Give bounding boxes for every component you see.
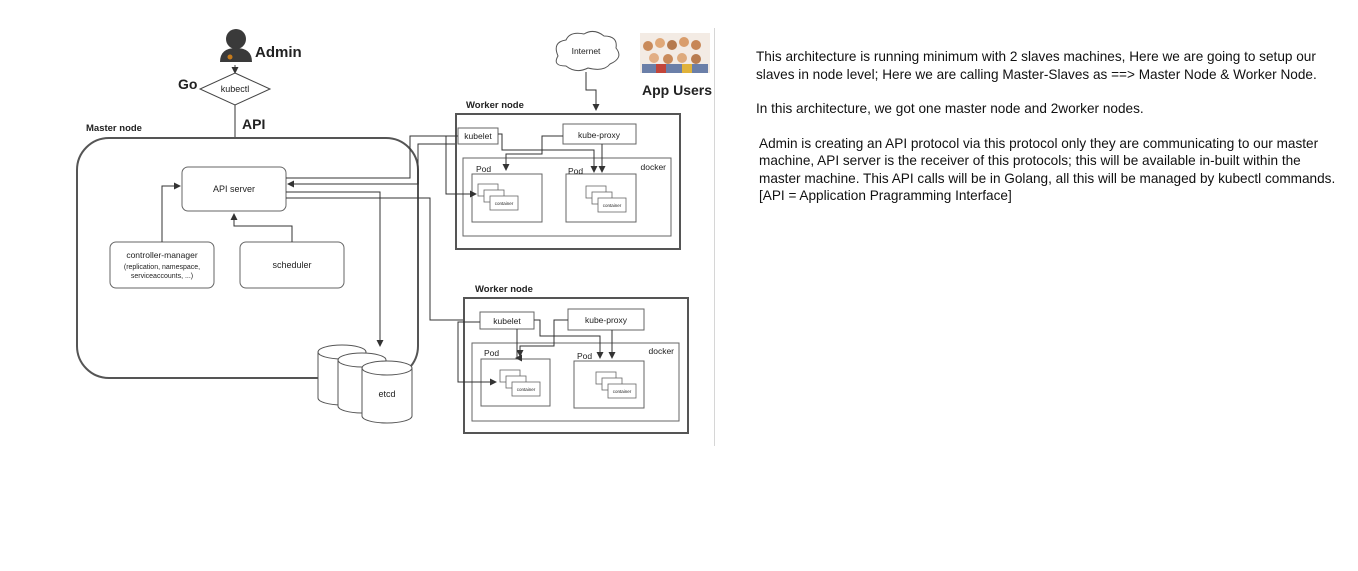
worker-node-1-kubelet-label: kubelet bbox=[464, 131, 492, 141]
worker-node-2-pod-1-label: Pod bbox=[484, 348, 499, 358]
worker-node-1-pod-2-container-label: container bbox=[603, 203, 622, 208]
worker-node-2-pod-1-container-label: container bbox=[517, 387, 536, 392]
internet-label: Internet bbox=[572, 46, 601, 56]
internet-cloud-icon bbox=[555, 30, 620, 72]
worker-node-1-pod-1-container-label: container bbox=[495, 201, 514, 206]
worker-node-2-kube-proxy-label: kube-proxy bbox=[585, 315, 628, 325]
kubectl-label: kubectl bbox=[221, 84, 250, 94]
notes-paragraph-4: [API = Application Pragramming Interface… bbox=[759, 188, 1012, 203]
worker-node-1-kube-proxy-label: kube-proxy bbox=[578, 130, 621, 140]
controller-manager-line2: (replication, namespace, bbox=[124, 264, 200, 271]
controller-manager-line3: serviceaccounts, ...) bbox=[131, 273, 193, 280]
master-node-title: Master node bbox=[86, 123, 142, 134]
worker-node-2-pod-2-label: Pod bbox=[577, 351, 592, 361]
api-server-box bbox=[181, 166, 287, 212]
worker-node-2-docker-label: docker bbox=[648, 346, 674, 356]
api-label: API bbox=[242, 116, 265, 132]
worker-node-1-kube-proxy-box[interactable] bbox=[562, 123, 637, 145]
app-users-label: App Users bbox=[642, 82, 712, 98]
worker-node-1-pod-1-label: Pod bbox=[476, 164, 491, 174]
etcd-label: etcd bbox=[378, 389, 395, 399]
notes-panel: This architecture is running minimum wit… bbox=[756, 48, 1346, 205]
architecture-diagram-svg: Admin Go kubectl API Internet App Users … bbox=[76, 29, 712, 434]
api-server-label: API server bbox=[213, 184, 255, 194]
notes-paragraph-3: Admin is creating an API protocol via th… bbox=[759, 135, 1336, 186]
worker-node-2-kubelet-label: kubelet bbox=[493, 316, 521, 326]
notes-paragraph-1: This architecture is running minimum wit… bbox=[756, 49, 1317, 82]
worker-node-1-title: Worker node bbox=[466, 100, 524, 111]
notes-paragraph-2: In this architecture, we got one master … bbox=[756, 101, 1144, 116]
admin-label: Admin bbox=[255, 44, 302, 61]
worker-node-2-pod-2-container-label: container bbox=[613, 389, 632, 394]
app-users-crowd-image bbox=[640, 33, 710, 73]
worker-node-1-pod-2-label: Pod bbox=[568, 166, 583, 176]
etcd-database-icon bbox=[317, 344, 413, 424]
architecture-diagram: Admin Go kubectl API Internet App Users … bbox=[72, 28, 716, 446]
go-label: Go bbox=[178, 76, 197, 92]
controller-manager-line1: controller-manager bbox=[126, 250, 198, 260]
worker-node-1-docker-label: docker bbox=[640, 162, 666, 172]
scheduler-label: scheduler bbox=[272, 260, 311, 270]
worker-node-2-title: Worker node bbox=[475, 284, 533, 295]
panel-divider bbox=[714, 28, 715, 446]
admin-user-icon bbox=[220, 29, 252, 62]
